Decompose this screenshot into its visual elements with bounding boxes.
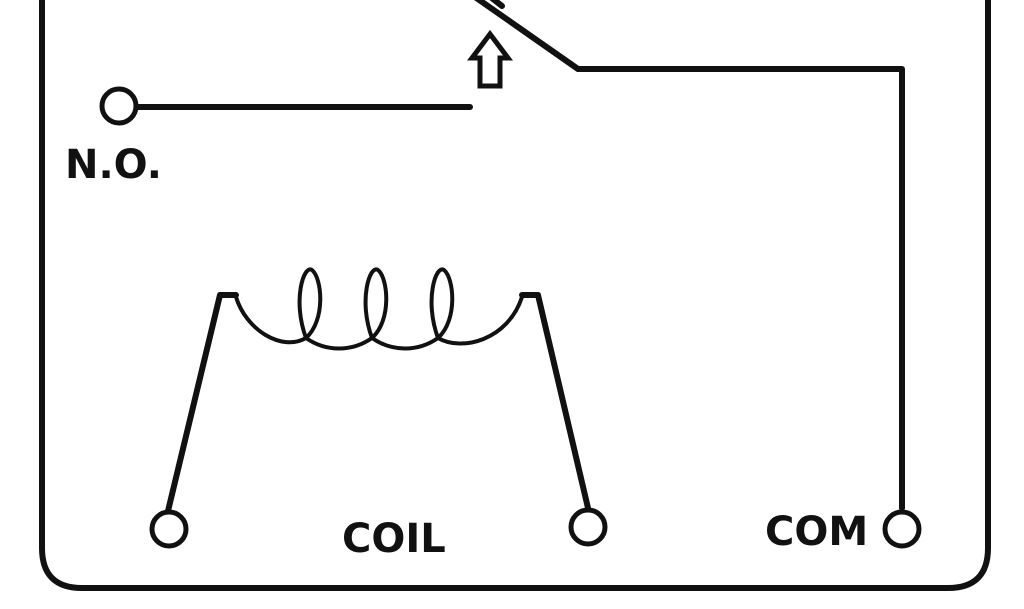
no-label: N.O. — [65, 142, 162, 188]
switch-arm-tip — [489, 0, 505, 9]
coil-terminal-left — [149, 509, 189, 549]
com-terminal — [882, 509, 922, 549]
relay-enclosure — [39, 0, 991, 591]
com-wire — [575, 66, 905, 511]
com-label: COM — [765, 509, 868, 555]
coil-left-lead — [165, 292, 239, 514]
coil-terminal-right — [568, 507, 608, 547]
no-terminal — [99, 86, 139, 126]
actuator-arrow-icon — [467, 29, 513, 89]
switch-arm — [474, 0, 581, 72]
coil-winding — [234, 267, 524, 351]
coil-label: COIL — [342, 516, 446, 562]
coil-right-lead — [519, 292, 591, 511]
